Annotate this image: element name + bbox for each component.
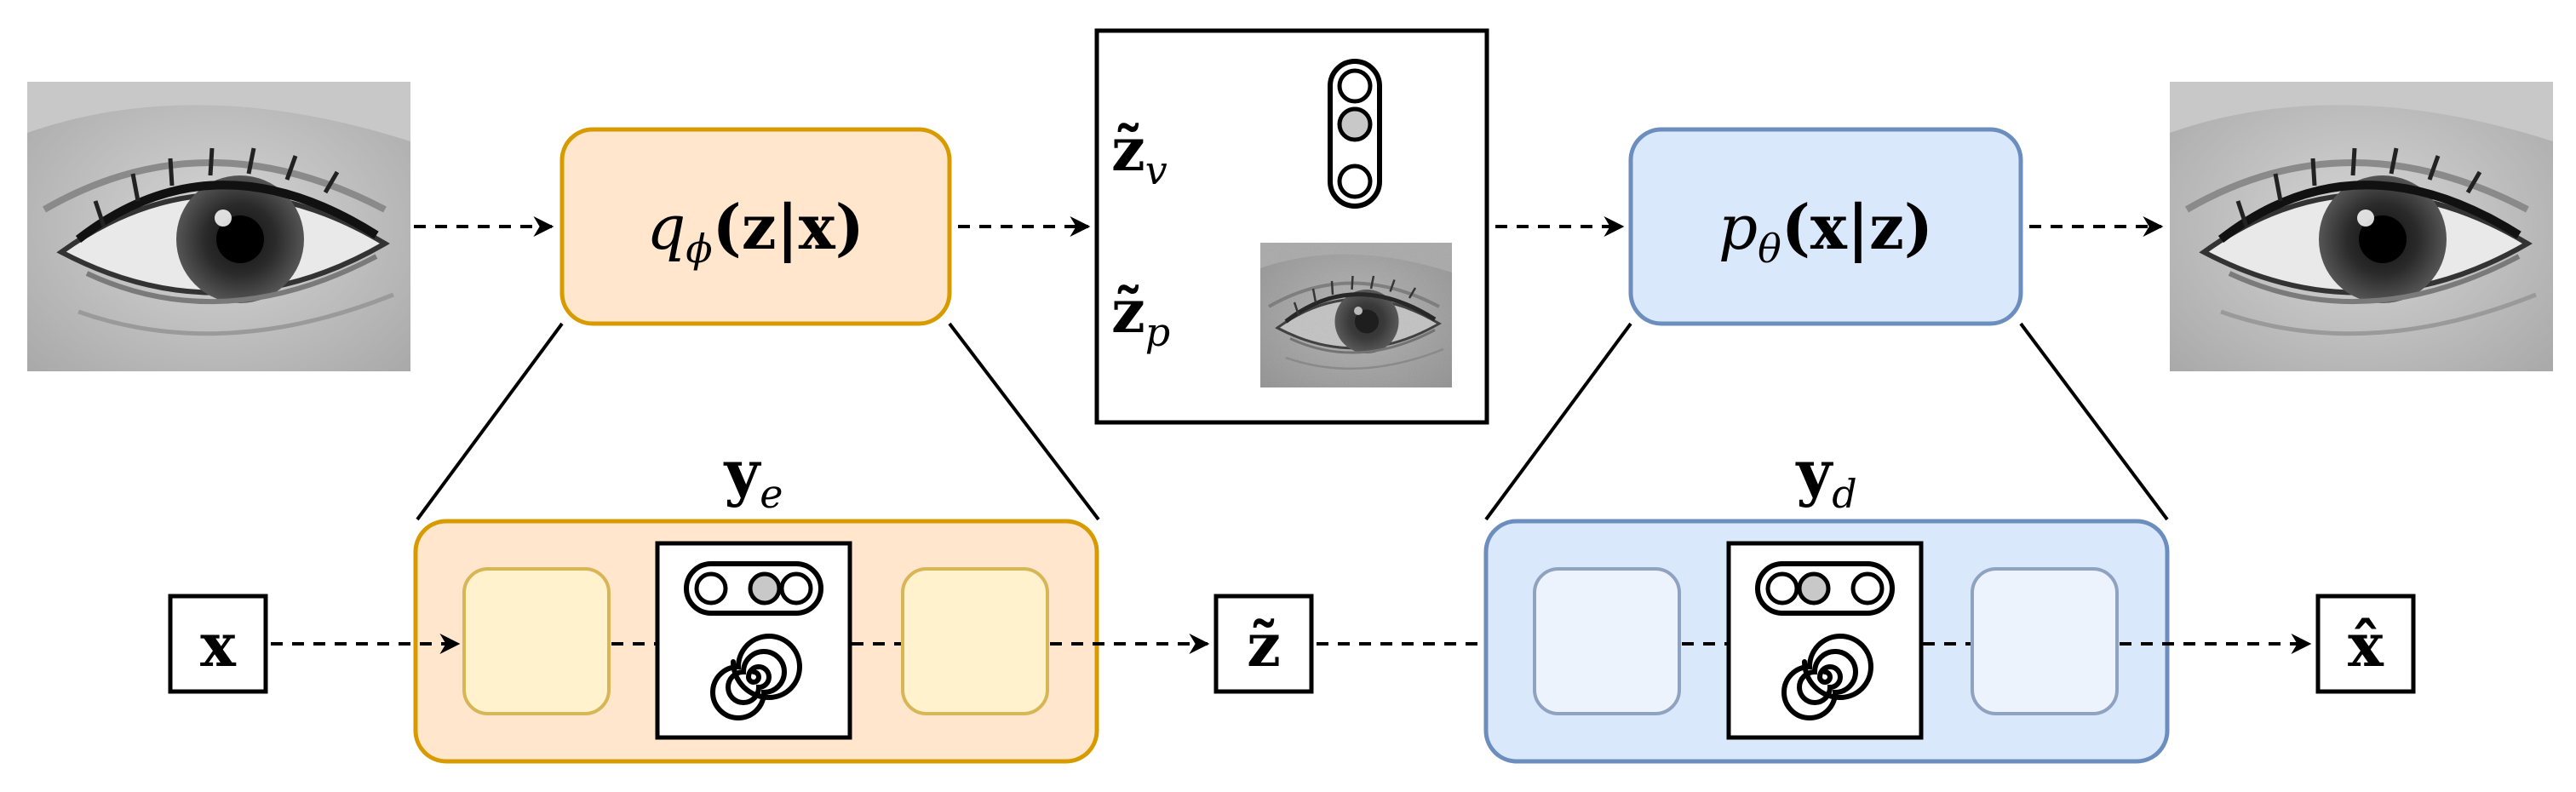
- output-eye-image: [2170, 82, 2553, 371]
- eye-photo-icon: [27, 82, 410, 371]
- latent-z-label: z̃: [1247, 610, 1281, 680]
- svg-text:pθ(x|z): pθ(x|z): [1718, 191, 1933, 272]
- encoder-detail-sub: e: [760, 471, 783, 517]
- encoder-detail: ye: [413, 436, 1099, 764]
- encoder-zoom-line-left: [416, 322, 564, 521]
- zv-label: z̃: [1111, 114, 1145, 185]
- svg-text:qϕ(z|x): qϕ(z|x): [646, 191, 864, 272]
- output-xhat-label: x̂: [2348, 610, 2384, 680]
- encoder-sub: ϕ: [686, 226, 712, 272]
- decoder-detail: yd: [1483, 436, 2170, 764]
- input-x-label: x: [200, 610, 237, 680]
- decoder-func: p: [1718, 192, 1758, 263]
- eye-photo-icon: [2170, 82, 2553, 371]
- input-x-box: x: [168, 594, 268, 694]
- encoder-zoom-line-right: [948, 322, 1100, 521]
- zp-label: z̃: [1111, 276, 1145, 347]
- three-circle-horizontal-icon: [1755, 561, 1895, 616]
- encoder-detail-title: y: [723, 436, 761, 508]
- latent-box: z̃v z̃p: [1094, 28, 1489, 425]
- decoder-sub: θ: [1758, 226, 1781, 272]
- decoder-detail-sub: d: [1832, 471, 1856, 517]
- output-xhat-box: x̂: [2315, 594, 2416, 694]
- decoder-block[interactable]: pθ(x|z): [1628, 127, 2023, 326]
- zv-sub: v: [1145, 147, 1168, 193]
- noisy-eye-image: [1260, 243, 1452, 387]
- decoder-detail-title: y: [1795, 436, 1833, 508]
- svg-text:yd: yd: [1795, 436, 1856, 517]
- decoder-zoom-line-left: [1484, 322, 1632, 521]
- zp-sub: p: [1145, 309, 1170, 355]
- decoder-args: (x|z): [1781, 191, 1933, 263]
- input-eye-image: [27, 82, 410, 371]
- encoder-args: (z|x): [713, 191, 864, 263]
- three-circle-horizontal-icon: [684, 561, 823, 616]
- svg-text:ye: ye: [723, 436, 783, 517]
- svg-text:z̃p: z̃p: [1111, 276, 1170, 355]
- encoder-func: q: [646, 192, 686, 263]
- three-circle-vertical-icon: [1328, 59, 1382, 209]
- decoder-zoom-line-right: [2019, 322, 2169, 521]
- svg-text:z̃v: z̃v: [1111, 114, 1168, 193]
- encoder-block[interactable]: qϕ(z|x): [559, 127, 952, 326]
- latent-z-box: z̃: [1213, 594, 1314, 694]
